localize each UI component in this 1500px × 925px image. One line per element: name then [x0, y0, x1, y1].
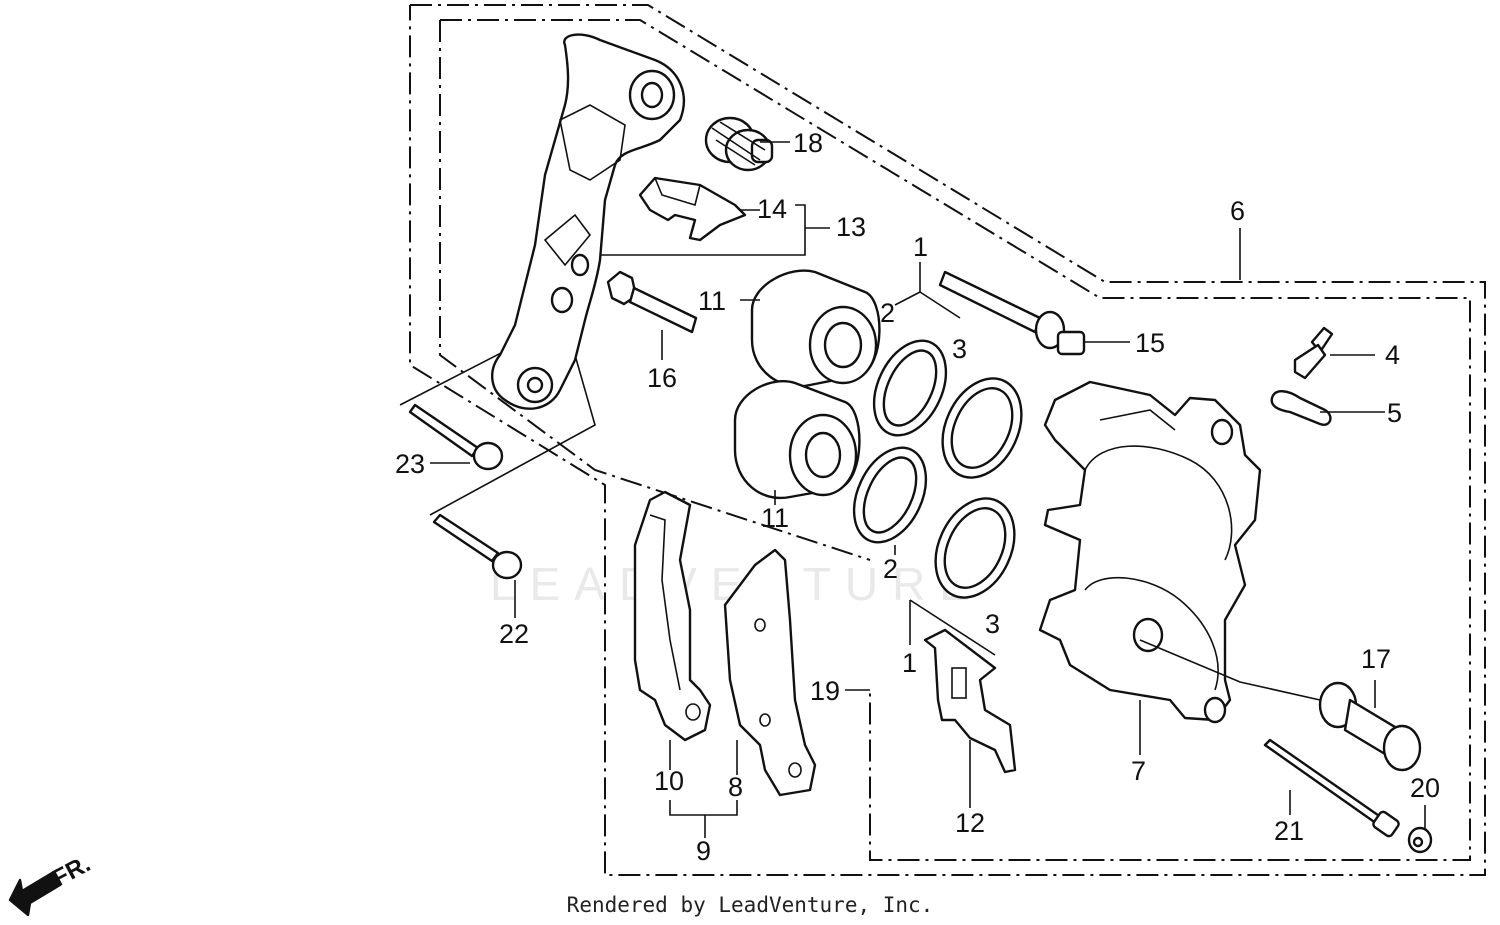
piston-seal-lower-part-2 [852, 446, 928, 544]
callout-12: 12 [955, 808, 985, 838]
bolt-bracket-lines [399, 318, 596, 516]
pin-part-15 [938, 270, 1086, 356]
callout-6: 6 [1230, 196, 1245, 226]
front-arrow-icon [8, 871, 62, 917]
pin-bolt-part-16 [606, 270, 698, 334]
callout-20: 20 [1410, 773, 1440, 803]
brake-pad-outer-part-10 [633, 490, 712, 742]
dust-seal-lower-part-3 [934, 497, 1016, 599]
callout-17: 17 [1361, 644, 1391, 674]
callout-1-top: 1 [913, 232, 928, 262]
callout-16: 16 [647, 363, 677, 393]
caliper-body-part-7 [1038, 380, 1262, 724]
callout-22: 22 [499, 619, 529, 649]
assembly-boundary [409, 4, 1486, 876]
callout-2-bottom: 2 [883, 554, 898, 584]
slide-pin-part-17 [1318, 681, 1422, 772]
callout-4: 4 [1385, 340, 1400, 370]
bolt-part-22 [432, 513, 523, 580]
piston-seal-upper-part-2 [872, 339, 948, 437]
callout-19: 19 [810, 676, 840, 706]
brake-pad-inner-part-8 [723, 548, 817, 797]
caliper-bracket [491, 33, 685, 410]
callout-3-bottom: 3 [985, 609, 1000, 639]
callout-15: 15 [1135, 328, 1165, 358]
render-credit: Rendered by LeadVenture, Inc. [566, 893, 934, 917]
bleeder-cap-part-5 [1270, 390, 1332, 426]
bolt-part-23 [408, 403, 504, 471]
pin-clip-part-20 [1407, 826, 1433, 854]
boot-part-18 [704, 116, 774, 172]
callout-10: 10 [654, 766, 684, 796]
callout-3-top: 3 [952, 334, 967, 364]
callout-23: 23 [395, 449, 425, 479]
callout-9: 9 [696, 836, 711, 866]
callout-13: 13 [836, 212, 866, 242]
callout-11-top: 11 [698, 286, 726, 316]
pad-retainer-part-12 [923, 628, 1017, 774]
callout-8: 8 [728, 772, 743, 802]
piston-upper-part-11 [750, 269, 881, 388]
callout-2-top: 2 [880, 298, 895, 328]
callout-1-bottom: 1 [902, 648, 917, 678]
callout-21: 21 [1274, 816, 1304, 846]
callout-5: 5 [1387, 398, 1402, 428]
leader-lines [430, 141, 1426, 838]
callout-11-bottom: 11 [761, 503, 789, 533]
callout-14: 14 [757, 194, 787, 224]
callout-7: 7 [1131, 756, 1146, 786]
callout-labels: 18 14 13 6 1 2 3 15 4 5 11 16 11 2 3 1 1… [395, 128, 1440, 866]
bleeder-screw-part-4 [1293, 326, 1334, 380]
pad-spring-part-14 [638, 176, 747, 242]
callout-18: 18 [793, 128, 823, 158]
pad-pin-part-21 [1263, 738, 1400, 838]
dust-seal-upper-part-3 [941, 377, 1023, 479]
piston-lower-part-11 [733, 380, 861, 500]
